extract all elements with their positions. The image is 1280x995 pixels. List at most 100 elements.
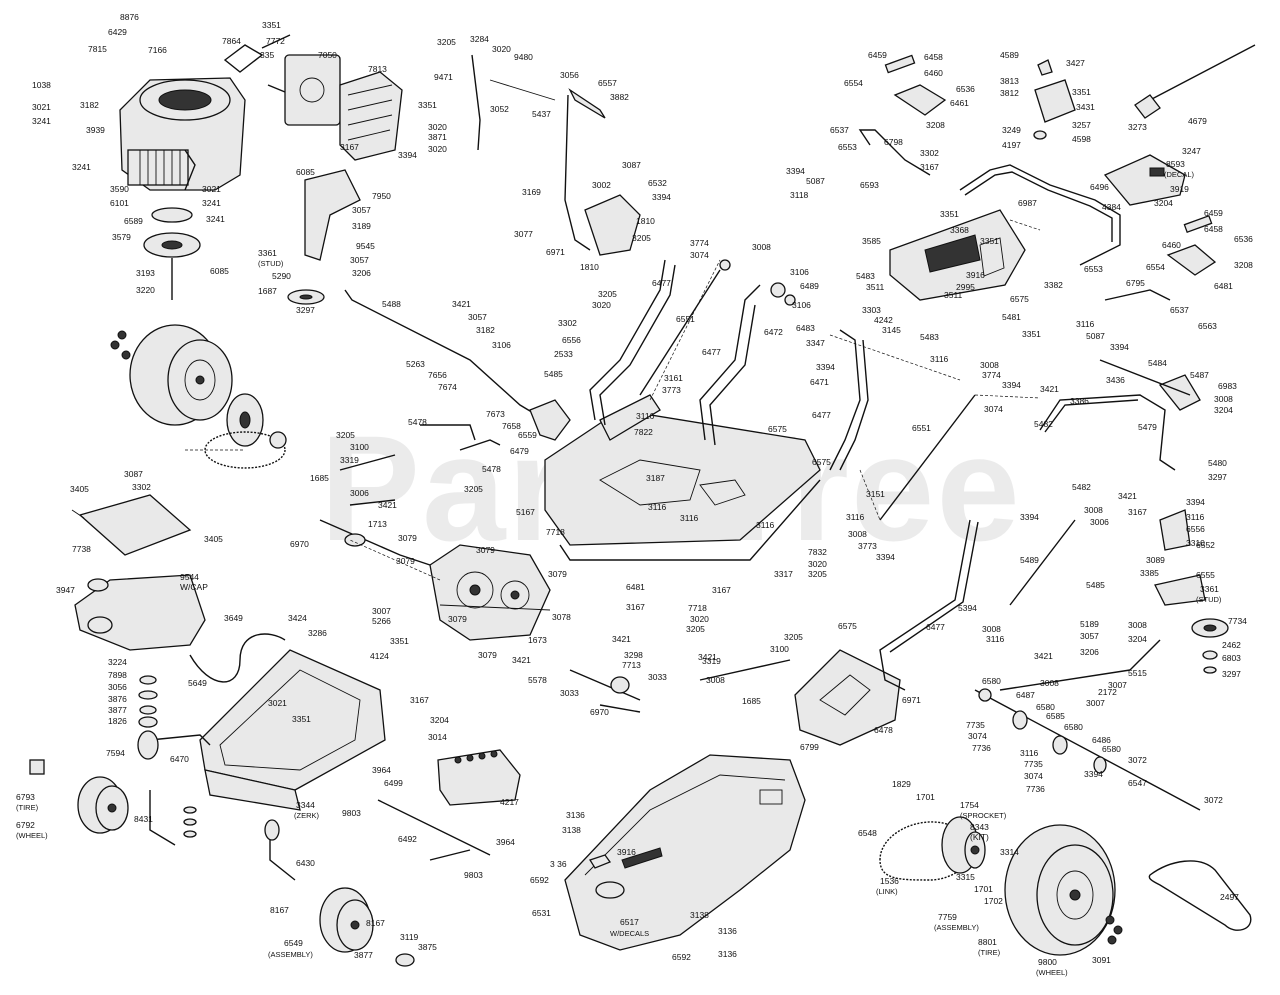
clutch-rod-right[interactable] xyxy=(999,639,1161,691)
left-drive-wheel[interactable] xyxy=(129,324,233,426)
drive-linkage-rod[interactable] xyxy=(339,454,396,506)
right-axle-shaft[interactable] xyxy=(974,688,1201,811)
front-axle-arm[interactable] xyxy=(137,730,211,846)
part-label: 3257 xyxy=(1072,120,1091,130)
part-label: 3087 xyxy=(124,469,143,479)
battery-hold-rod[interactable] xyxy=(377,799,491,861)
right-drive-wheel[interactable] xyxy=(1004,824,1116,956)
frame-bolt-right xyxy=(770,282,796,306)
left-sprocket-hub[interactable] xyxy=(226,393,264,447)
fuel-tank[interactable] xyxy=(74,574,206,651)
part-label: 5263 xyxy=(406,359,425,369)
control-panel[interactable] xyxy=(889,209,1026,301)
caster-fork-center[interactable] xyxy=(264,819,296,881)
part-label: 5087 xyxy=(806,176,825,186)
operator-presence-lever-right[interactable] xyxy=(1104,214,1217,301)
operator-presence-lever-left[interactable] xyxy=(858,54,947,176)
part-label: 1685 xyxy=(742,696,761,706)
belt-guard-plate[interactable] xyxy=(71,494,192,556)
shift-lever-right[interactable] xyxy=(879,519,979,691)
part-label: 5483 xyxy=(920,332,939,342)
part-label: (ZERK) xyxy=(294,811,320,820)
transmission-pulley[interactable] xyxy=(319,519,431,566)
part-label: 7736 xyxy=(972,743,991,753)
part-label: 3079 xyxy=(548,569,567,579)
part-label: 3116 xyxy=(680,513,699,523)
control-plate[interactable] xyxy=(584,194,641,256)
part-label: 3116 xyxy=(930,354,949,364)
left-caster-wheel[interactable] xyxy=(29,759,129,834)
engine-assembly[interactable] xyxy=(119,77,246,191)
right-side-plate[interactable] xyxy=(794,649,901,746)
battery[interactable] xyxy=(437,749,521,806)
part-label: 6536 xyxy=(956,84,975,94)
part-label: 7718 xyxy=(688,603,707,613)
idler-pulley-right[interactable] xyxy=(1191,618,1229,674)
part-label: 3286 xyxy=(308,628,327,638)
idler-bracket[interactable] xyxy=(287,169,361,305)
part-label: 5482 xyxy=(1072,482,1091,492)
frame-handle-right[interactable] xyxy=(699,284,761,446)
part-label: 3116 xyxy=(986,634,1005,644)
frame-upright-right[interactable] xyxy=(829,329,869,471)
part-label: 6971 xyxy=(902,695,921,705)
control-cable-right[interactable] xyxy=(879,394,976,521)
main-frame[interactable] xyxy=(544,394,821,561)
part-label: 3116 xyxy=(1076,319,1095,329)
pto-bracket-right[interactable] xyxy=(1154,509,1206,606)
clutch-cable[interactable] xyxy=(569,659,791,713)
part-label: 6461 xyxy=(950,98,969,108)
engine-pulley[interactable] xyxy=(143,207,201,300)
transmission[interactable] xyxy=(429,544,551,641)
cross-linkage-rod[interactable] xyxy=(1039,394,1176,471)
part-label: 6487 xyxy=(1016,690,1035,700)
part-label: 6499 xyxy=(384,778,403,788)
fuel-line[interactable] xyxy=(189,633,286,683)
part-label: 8431 xyxy=(134,814,153,824)
throttle-bracket[interactable] xyxy=(223,34,291,73)
frame-handle-left[interactable] xyxy=(589,259,676,426)
part-label: 3204 xyxy=(1214,405,1233,415)
part-label: 5482 xyxy=(1034,419,1053,429)
part-label: 3167 xyxy=(626,602,645,612)
part-label: 6459 xyxy=(1204,208,1223,218)
control-rod-left[interactable] xyxy=(471,54,556,151)
part-label: 7658 xyxy=(502,421,521,431)
throttle-cable-top[interactable] xyxy=(1134,44,1256,119)
part-label: 3314 xyxy=(1000,847,1019,857)
part-label: 3002 xyxy=(592,180,611,190)
drive-belt[interactable] xyxy=(1148,860,1252,931)
part-label: 3205 xyxy=(784,632,803,642)
part-label: 6477 xyxy=(926,622,945,632)
part-label: 3947 xyxy=(56,585,75,595)
part-label: 6983 xyxy=(1218,381,1237,391)
part-label: 7718 xyxy=(546,527,565,537)
right-drive-chain[interactable] xyxy=(879,821,974,881)
throttle-control-box[interactable] xyxy=(1033,59,1076,140)
left-drive-chain[interactable] xyxy=(204,431,287,469)
shift-lever-rod[interactable] xyxy=(344,289,546,451)
linkage-pivot-right[interactable] xyxy=(1099,359,1201,411)
part-label: 7898 xyxy=(108,670,127,680)
part-label: 3089 xyxy=(1146,555,1165,565)
part-label: 3116 xyxy=(846,512,865,522)
part-label: 5437 xyxy=(532,109,551,119)
control-cable-center[interactable] xyxy=(639,259,731,396)
part-label: 4679 xyxy=(1188,116,1207,126)
part-label: 3079 xyxy=(478,650,497,660)
muffler[interactable] xyxy=(267,54,341,126)
shift-rod-right[interactable] xyxy=(1009,519,1076,606)
handle-bar[interactable] xyxy=(959,164,1121,266)
part-label: 2497 xyxy=(1220,892,1239,902)
part-label: 3204 xyxy=(1128,634,1147,644)
control-handle[interactable] xyxy=(564,88,606,251)
shift-knob-bracket[interactable] xyxy=(529,399,571,441)
center-caster-wheel[interactable] xyxy=(319,887,415,967)
choke-panel[interactable] xyxy=(1103,154,1186,206)
hood-shroud[interactable] xyxy=(564,754,806,951)
part-label: 3008 xyxy=(1128,620,1147,630)
part-label: 3106 xyxy=(492,340,511,350)
air-cleaner[interactable] xyxy=(339,71,403,161)
front-chassis[interactable] xyxy=(199,649,386,811)
right-sprocket[interactable] xyxy=(941,816,986,874)
